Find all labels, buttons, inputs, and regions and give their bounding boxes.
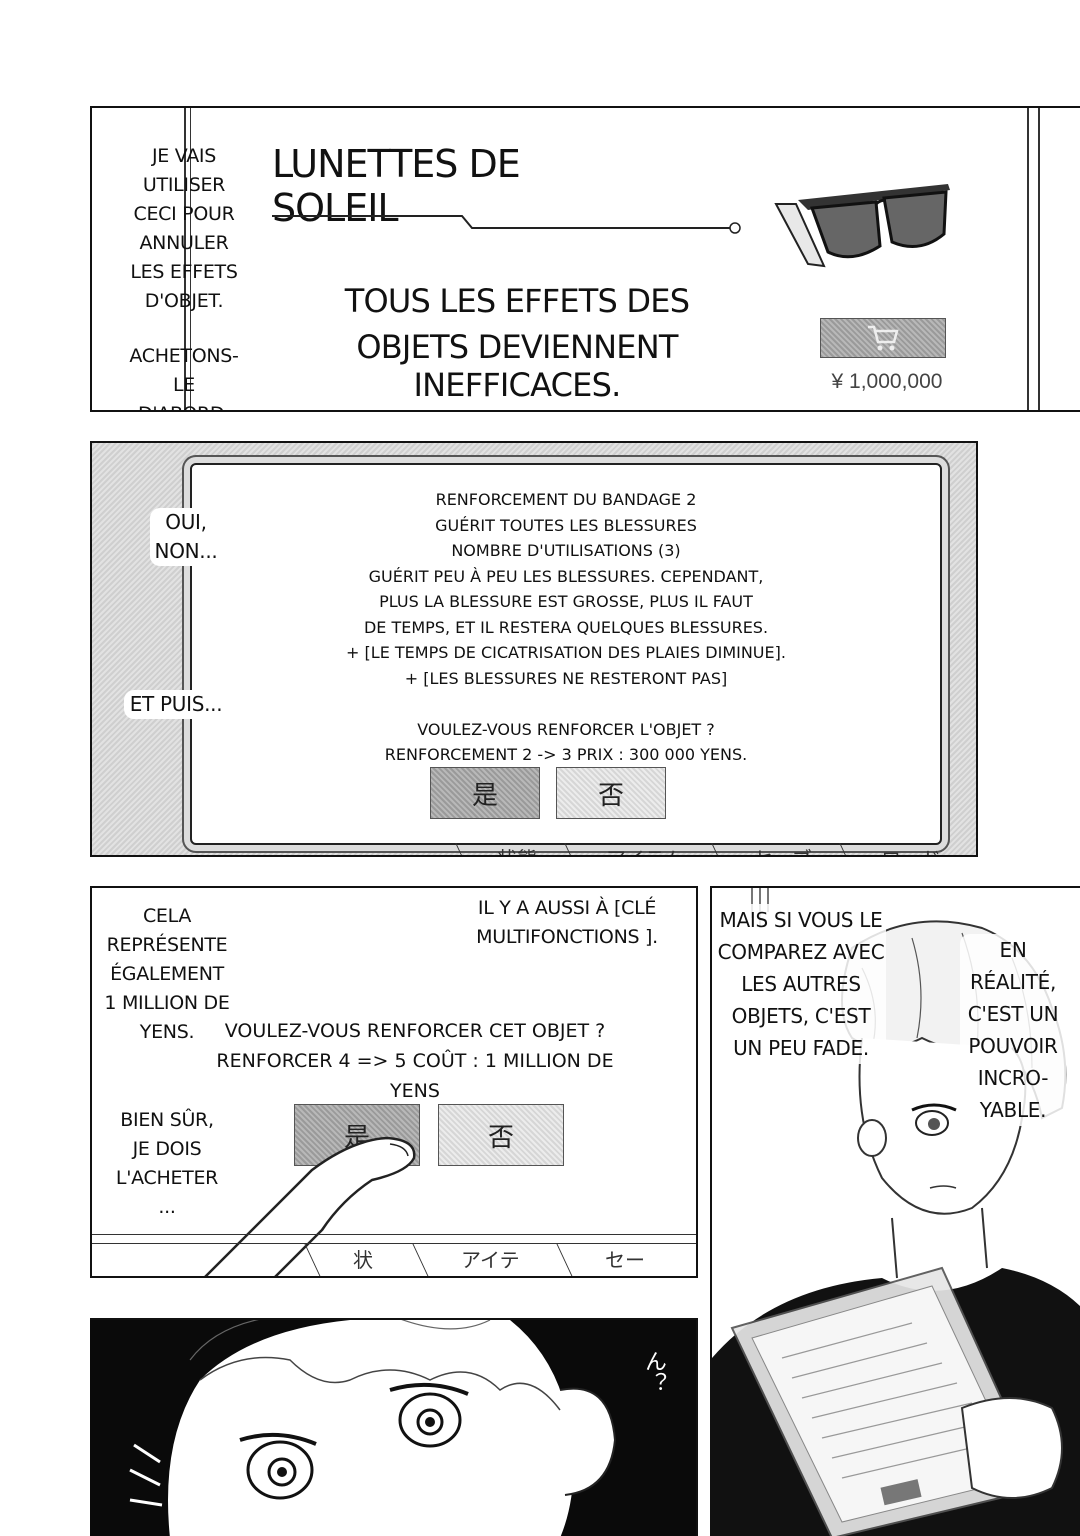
- floating-device-screen: [730, 1266, 1044, 1536]
- upgrade-question-line: VOULEZ-VOUS RENFORCER CET OBJET ?: [224, 1020, 606, 1042]
- narration-caption: EN RÉALITÉ, C'EST UN POUVOIR INCRO-YABLE…: [960, 934, 1066, 1126]
- decorative-line: [272, 215, 741, 234]
- narration-caption: BIEN SÛR, JE DOIS L'ACHETER ...: [115, 1109, 219, 1218]
- frame-divider: [1038, 108, 1040, 410]
- tab-save[interactable]: セーブ: [711, 843, 853, 855]
- panel-multikey-upgrade: CELA REPRÉSENTE ÉGALEMENT 1 MILLION DE Y…: [90, 886, 698, 1278]
- dialog-line: RENFORCEMENT DU BANDAGE 2: [435, 490, 697, 509]
- narration-caption: ACHETONS-LE D'ABORD.: [129, 345, 239, 410]
- tab-save[interactable]: セーブ: [556, 1244, 696, 1276]
- buy-cart-button[interactable]: [820, 318, 946, 358]
- panel-character-closeup: ん？: [90, 1318, 698, 1536]
- narration-caption: OUI, NON...: [150, 508, 222, 566]
- narration-caption: JE VAIS UTILISER CECI POUR ANNULER LES E…: [130, 145, 238, 312]
- menu-tabs: 状態 アイテム セーブ: [304, 1244, 696, 1276]
- frame-divider: [190, 108, 191, 410]
- narration-caption: CELA REPRÉSENTE ÉGALEMENT 1 MILLION DE Y…: [104, 905, 230, 1043]
- sunglasses-icon: [774, 184, 950, 268]
- dialog-line: + [LES BLESSURES NE RESTERONT PAS]: [404, 668, 728, 688]
- sound-effect-text: ん？: [626, 1350, 666, 1394]
- panel-bandage-upgrade: RENFORCEMENT DU BANDAGE 2 GUÉRIT TOUTES …: [90, 441, 978, 857]
- dialog-line: VOULEZ-VOUS RENFORCER L'OBJET ?: [417, 719, 715, 739]
- dialog-line: GUÉRIT TOUTES LES BLESSURES: [435, 515, 697, 535]
- character-illustration: [712, 888, 1080, 1536]
- yes-button[interactable]: 是: [430, 767, 540, 819]
- dialog-spacer: [192, 691, 940, 717]
- no-button[interactable]: 否: [438, 1104, 564, 1166]
- dialog-line: + [LE TEMPS DE CICATRISATION DES PLAIES …: [346, 643, 786, 662]
- panel-sunglasses-shop: JE VAIS UTILISER CECI POUR ANNULER LES E…: [90, 106, 1080, 412]
- character-closeup-illustration: [90, 1320, 696, 1536]
- dialog-line: RENFORCEMENT 2 -> 3 PRIX : 300 000 YENS.: [384, 745, 748, 764]
- dialog-line: NOMBRE D'UTILISATIONS (3): [451, 541, 681, 560]
- item-name: LUNETTES DE SOLEIL: [272, 142, 521, 230]
- cart-icon: [868, 325, 899, 351]
- menu-tabs: 状態 アイテム セーブ ロード: [455, 843, 976, 855]
- frame-divider: [1027, 108, 1029, 410]
- dialog-line: DE TEMPS, ET IL RESTERA QUELQUES BLESSUR…: [363, 617, 769, 637]
- tab-load[interactable]: ロード: [839, 843, 976, 855]
- upgrade-dialog-text: RENFORCEMENT DU BANDAGE 2 GUÉRIT TOUTES …: [192, 487, 940, 768]
- narration-caption: IL Y A AUSSI À [CLÉ MULTIFONCTIONS ].: [476, 897, 658, 948]
- frame-divider: [184, 108, 186, 410]
- menu-bar: [92, 1234, 696, 1244]
- tab-status[interactable]: 状態: [455, 843, 578, 855]
- no-button[interactable]: 否: [556, 767, 666, 819]
- item-price: ¥ 1,000,000: [831, 370, 943, 393]
- item-effect-line: TOUS LES EFFETS DES: [344, 282, 690, 320]
- item-effect-line: OBJETS DEVIENNENT INEFFICACES.: [356, 328, 678, 404]
- tab-items[interactable]: アイテム: [564, 843, 725, 855]
- upgrade-question-line: RENFORCER 4 => 5 COÛT : 1 MILLION DE YEN…: [216, 1050, 614, 1102]
- dialog-line: GUÉRIT PEU À PEU LES BLESSURES. CEPENDAN…: [368, 566, 764, 586]
- dialog-line: PLUS LA BLESSURE EST GROSSE, PLUS IL FAU…: [379, 592, 753, 611]
- surprise-lines: [129, 1443, 163, 1507]
- narration-caption: MAIS SI VOUS LE COMPAREZ AVEC LES AUTRES…: [716, 904, 886, 1064]
- pointing-finger: [204, 1136, 416, 1276]
- upgrade-dialog-window: RENFORCEMENT DU BANDAGE 2 GUÉRIT TOUTES …: [190, 463, 942, 845]
- narration-caption: ET PUIS...: [124, 690, 228, 719]
- panel-character-device: MAIS SI VOUS LE COMPAREZ AVEC LES AUTRES…: [710, 886, 1080, 1536]
